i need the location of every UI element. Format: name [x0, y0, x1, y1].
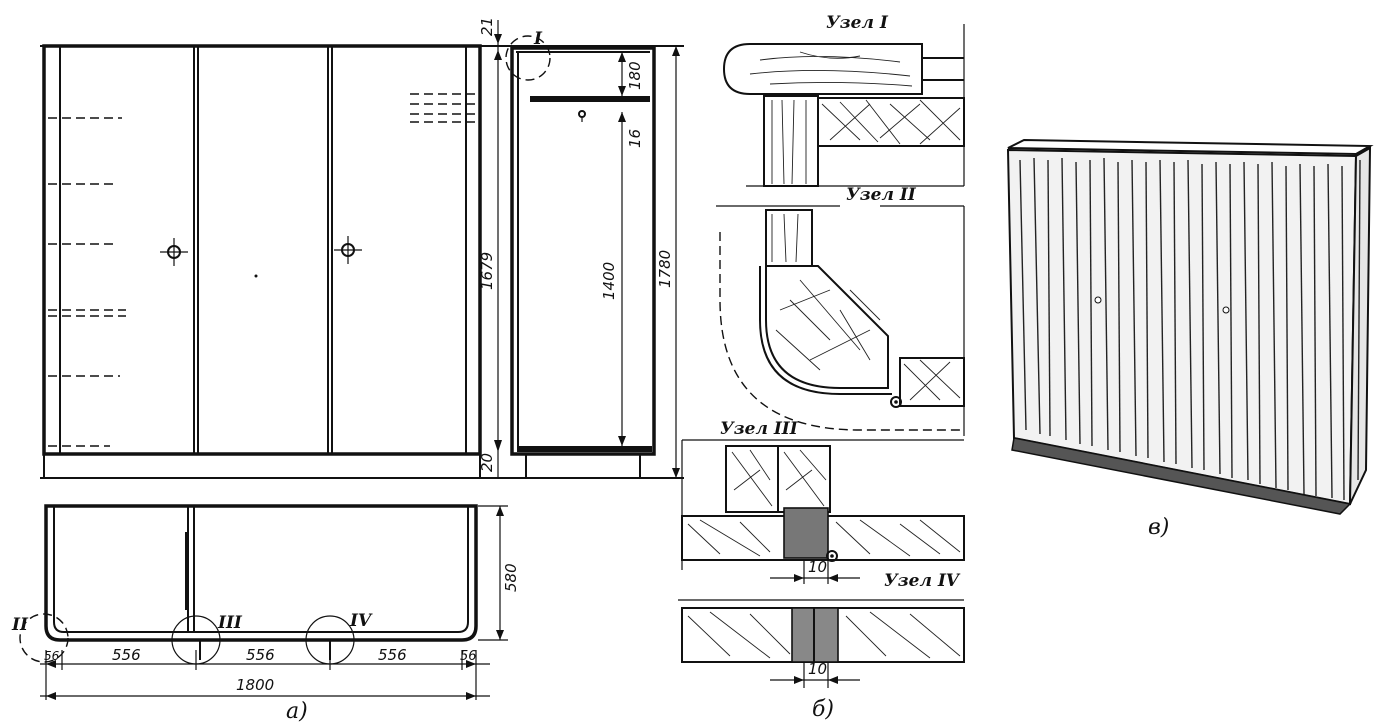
- dim-section-1: 556: [112, 646, 141, 664]
- dim-total-width: 1800: [236, 676, 274, 694]
- front-outline: [42, 44, 482, 456]
- node-3-detail: Узел III 10: [681, 419, 965, 584]
- dim-door-space: 1400: [600, 262, 618, 300]
- dim-gap-4: 10: [808, 660, 827, 678]
- height-dimensions: 21 1679 20: [478, 17, 502, 478]
- caption-a: а): [286, 699, 308, 724]
- caption-b: б): [812, 697, 834, 722]
- hidden-shelves-right: [410, 93, 476, 123]
- wood-grain: [1019, 157, 1361, 501]
- dim-side-right: 56: [460, 649, 477, 664]
- node-2-label: II: [11, 615, 29, 635]
- node-1-detail: Узел I: [722, 13, 965, 187]
- dim-section-2: 556: [246, 646, 275, 664]
- door-handle-right: [334, 236, 362, 264]
- dim-top-gap: 21: [478, 17, 496, 36]
- node-1-title: Узел I: [826, 13, 889, 33]
- dim-base-height: 20: [478, 453, 496, 472]
- perspective-view: в): [1006, 138, 1374, 540]
- node-1-marker: [505, 35, 551, 81]
- side-section: I 180 16 1400 1780: [505, 29, 680, 478]
- dim-total-height: 1780: [656, 250, 674, 288]
- node-4-detail: Узел IV 10 б): [678, 571, 965, 722]
- node-4-label: IV: [349, 611, 373, 631]
- dim-gap-3: 10: [808, 558, 827, 576]
- dim-side-left: 56: [44, 649, 60, 663]
- dim-section-3: 556: [378, 646, 407, 664]
- dim-inner-height: 1679: [478, 252, 496, 290]
- node-2-detail: Узел II: [716, 185, 965, 436]
- node-2-marker: [19, 613, 69, 663]
- caption-c: в): [1148, 515, 1169, 540]
- node-3-label: III: [217, 613, 243, 633]
- dim-depth: 580: [502, 563, 520, 592]
- dim-shelf-height: 180: [626, 61, 644, 90]
- plan-view: II III IV 580 56 556 556 556 56 1800 а): [11, 504, 520, 724]
- door-handle-left: [160, 238, 188, 266]
- node-1-label: I: [533, 29, 543, 49]
- front-elevation: [40, 44, 684, 479]
- dim-shelf-thickness: 16: [626, 129, 644, 148]
- node-4-title: Узел IV: [884, 571, 961, 591]
- node-2-title: Узел II: [846, 185, 917, 205]
- node-3-title: Узел III: [720, 419, 799, 439]
- hidden-shelves-left: [48, 117, 126, 447]
